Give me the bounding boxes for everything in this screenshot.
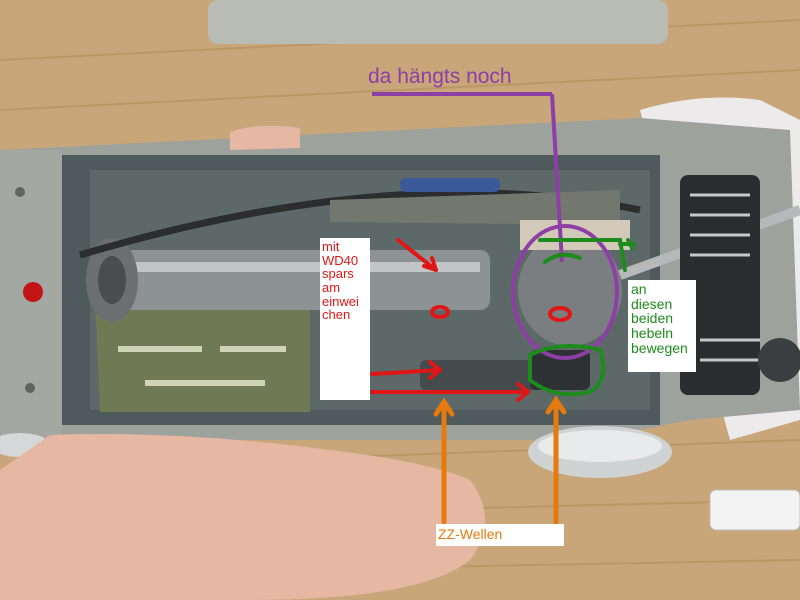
green-label-line: beiden [631,310,674,327]
red-label-line: am [322,279,341,295]
green-label-line: diesen [631,295,673,312]
feed-slot-1 [118,346,202,352]
power-cord-box [709,489,800,531]
annotation-orange-label: ZZ-Wellen [436,524,564,546]
gear-ridges [690,193,760,362]
annotation-red-label: mit WD40 spars am einwei chen [320,238,370,400]
purple-circle [511,224,619,360]
screw-left-bottom [25,383,35,393]
upper-lever [330,190,620,225]
green-label-line: an [631,281,647,297]
purple-pointer-v [550,93,564,263]
screw-left-top [15,187,25,197]
annotation-top-label: da hängts noch [368,65,512,88]
hand [0,434,485,600]
red-label-line: spars [322,266,354,282]
feed-slot-2 [220,346,286,352]
green-label-line: bewegen [631,339,688,356]
red-label-line: chen [322,307,351,323]
eccentric-block [530,350,590,390]
red-label-line: einwei [322,293,359,309]
annotation-green-label: an diesen beiden hebeln bewegen [628,280,696,372]
thumb [230,125,300,150]
green-marks [528,238,636,397]
shaft-highlight [120,262,480,272]
stitch-dial-top [538,430,662,462]
green-label-line: hebeln [631,325,674,342]
red-arrows [370,238,572,402]
red-label-line: WD40 [322,252,359,268]
feed-slot-3 [145,380,265,386]
orange-arrows [433,395,567,525]
machine-cover [208,0,668,44]
feed-plate [95,300,310,412]
knob-right [758,338,800,382]
red-indicator [23,282,43,302]
red-label-line: mit [322,239,340,254]
shaft-end-inner [98,256,126,304]
blue-tube [400,178,500,192]
